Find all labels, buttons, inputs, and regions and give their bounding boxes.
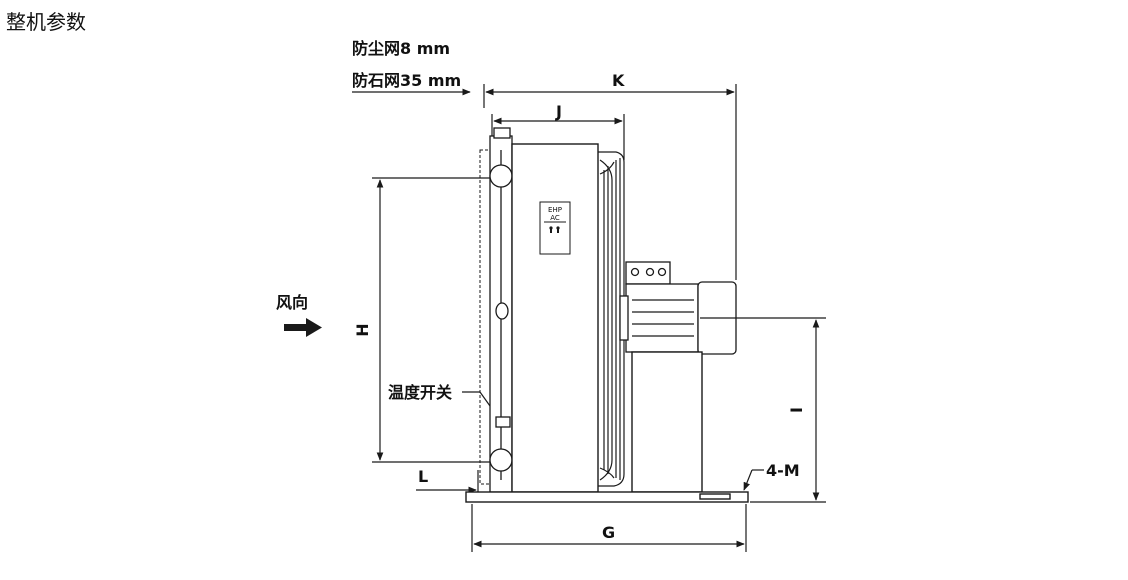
badge-bottom-text: AC [550, 214, 560, 222]
dimension-k [483, 84, 737, 280]
motor-pedestal [631, 351, 703, 493]
dim-k-label: K [612, 71, 625, 90]
dim-l-label: L [418, 467, 428, 486]
dimension-h [372, 177, 492, 463]
dimension-g [471, 504, 747, 552]
dim-i-label: I [787, 407, 806, 413]
page-title: 整机参数 [6, 10, 86, 34]
badge-icon [549, 226, 560, 233]
arrow-right-icon [284, 318, 322, 337]
temp-switch-label: 温度开关 [387, 383, 452, 402]
mount-hole-leader [743, 469, 764, 491]
fan-guard [598, 151, 625, 487]
stone-net-label: 防石网35 mm [352, 71, 461, 90]
base-plate [465, 491, 749, 503]
dimension-i [700, 317, 826, 503]
dust-net-panel [479, 149, 491, 485]
wind-direction-label: 风向 [276, 293, 308, 312]
dim-j-label: J [555, 102, 562, 121]
badge-top-text: EHP [548, 206, 562, 214]
ehp-badge [539, 201, 571, 255]
dim-g-label: G [602, 523, 615, 542]
dim-h-label: H [353, 323, 372, 336]
dust-net-label: 防尘网8 mm [352, 39, 450, 58]
cooler-housing [511, 143, 599, 493]
dim-m-label: 4-M [766, 461, 800, 480]
motor [619, 261, 737, 355]
